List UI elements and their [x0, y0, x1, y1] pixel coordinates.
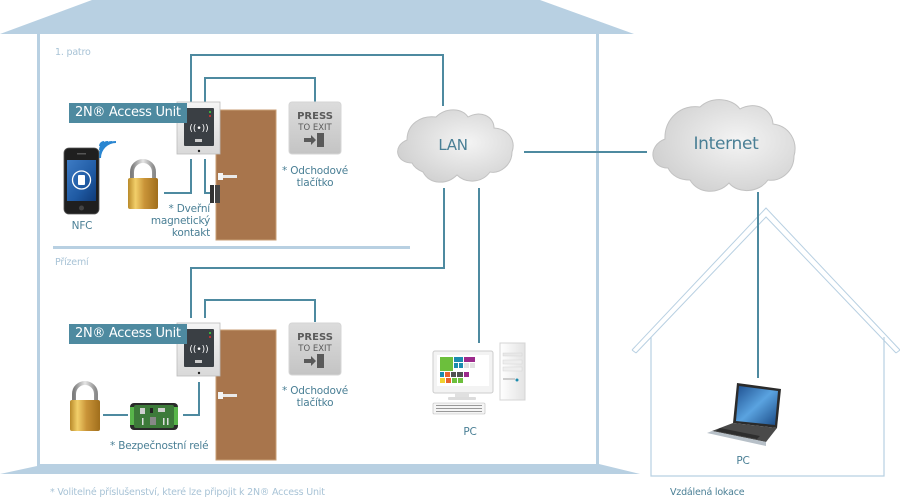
floor-label-ground: Přízemí: [55, 257, 89, 268]
door-contact-label-line: * Dveřní: [168, 203, 211, 215]
exit-arrow-icon: [304, 354, 324, 368]
desktop-pc: [432, 342, 526, 415]
lan-label: LAN: [438, 136, 468, 154]
exit-button-label-line: * Odchodové: [282, 385, 348, 397]
upper-door: [215, 109, 277, 241]
exit-button-text-2: TO EXIT: [297, 344, 332, 354]
local-pc-label: PC: [463, 426, 477, 438]
internet-cloud: [652, 99, 796, 192]
pc-tower: [499, 342, 526, 401]
internet-label: Internet: [693, 134, 759, 154]
wire-upper-unit-lock: [164, 159, 192, 194]
exit-button-label-line: tlačítko: [296, 177, 334, 189]
smartphone-nfc: [63, 147, 100, 215]
remote-location-label: Vzdálená lokace: [670, 487, 745, 498]
remote-walls: [650, 337, 885, 477]
exit-button-label-line: tlačítko: [296, 397, 334, 409]
door-magnetic-contact: [210, 185, 220, 203]
lan-cloud: [397, 109, 514, 183]
exit-arrow-icon: [304, 133, 324, 147]
ground-padlock: [70, 381, 100, 431]
wire-ground-unit-exit: [204, 299, 316, 322]
wires: [103, 54, 759, 416]
upper-exit-button-device: PRESS TO EXIT: [288, 101, 342, 155]
door-contact-label-line: kontakt: [171, 227, 210, 239]
remote-roof-cap-left: [631, 349, 637, 354]
door-contact-label: * Dveřní magnetický kontakt: [148, 203, 210, 239]
accessory-footnote: * Volitelné příslušenství, které lze při…: [50, 487, 325, 498]
lan-cloud-shape: [397, 109, 514, 183]
exit-button-text-1: PRESS: [297, 332, 333, 343]
main-wall-left: [37, 34, 40, 464]
main-foundation: [0, 464, 640, 474]
door-contact-label-line: magnetický: [150, 215, 210, 227]
remote-roof-cap-right: [895, 349, 900, 354]
wire-upper-unit-lan: [190, 54, 444, 106]
security-relay: [130, 403, 178, 430]
wire-upper-unit-contact: [204, 159, 210, 194]
exit-button-text-2: TO EXIT: [297, 123, 332, 133]
nfc-waves-icon: [99, 141, 117, 159]
remote-building: [631, 207, 900, 477]
upper-padlock: [128, 159, 158, 209]
door-handle: [219, 175, 237, 178]
exit-button-text-1: PRESS: [297, 111, 333, 122]
floor-divider: [53, 246, 410, 249]
main-wall-right: [596, 34, 599, 464]
rfid-icon: ((•)): [189, 345, 208, 355]
wire-ground-unit-relay: [183, 382, 200, 416]
exit-button-label-ground: * Odchodové tlačítko: [281, 385, 349, 409]
access-unit-tag-upper: 2N® Access Unit: [69, 103, 187, 123]
ground-door: [215, 329, 277, 461]
remote-roof-inner: [635, 216, 897, 354]
nfc-label: NFC: [71, 220, 93, 232]
main-building: [0, 0, 640, 474]
access-unit-tag-ground: 2N® Access Unit: [69, 324, 187, 344]
remote-roof-outer: [631, 207, 900, 351]
main-roof: [0, 0, 634, 34]
ground-exit-button-device: PRESS TO EXIT: [288, 322, 342, 376]
security-relay-label: * Bezpečnostní relé: [110, 440, 209, 452]
wire-lan-ground-unit: [190, 188, 445, 318]
exit-button-label-upper: * Odchodové tlačítko: [281, 165, 349, 189]
wire-upper-unit-exit: [204, 77, 316, 105]
internet-cloud-shape: [652, 99, 796, 192]
laptop: [707, 383, 781, 446]
rfid-icon: ((•)): [189, 124, 208, 134]
tile: [440, 357, 453, 371]
remote-pc-label: PC: [736, 455, 750, 467]
exit-button-label-line: * Odchodové: [282, 165, 348, 177]
floor-label-upper: 1. patro: [55, 47, 91, 58]
